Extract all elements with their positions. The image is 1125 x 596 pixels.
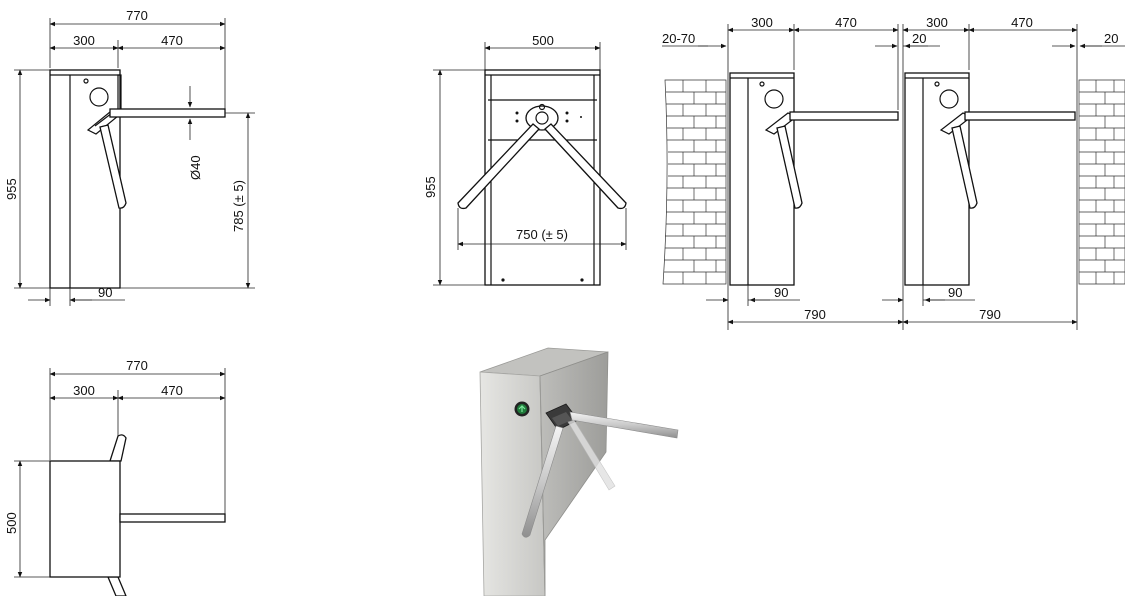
side-indicator	[89, 87, 109, 107]
top-cabinet	[49, 460, 121, 578]
install-unit2-body: 300	[926, 15, 948, 30]
front-height: 955	[423, 176, 438, 198]
install-wall-gap-left: 20-70	[662, 31, 695, 46]
render-arm-rear	[567, 419, 616, 491]
side-cabinet	[49, 69, 121, 289]
install-unit-2	[904, 72, 1076, 286]
install-gap-between: 20	[912, 31, 926, 46]
side-arm-horizontal	[109, 108, 226, 118]
install-unit1-pitch: 790	[804, 307, 826, 322]
side-arm-height: 785 (± 5)	[231, 180, 246, 232]
render-arm-horizontal	[569, 411, 679, 439]
side-base-width: 90	[98, 285, 112, 300]
side-view: 770 300 470 Ø40 955 785 (± 5)	[4, 8, 255, 306]
install-unit1-base: 90	[774, 285, 788, 300]
install-unit2-arm: 470	[1011, 15, 1033, 30]
side-arm-length: 470	[161, 33, 183, 48]
install-unit1-body: 300	[751, 15, 773, 30]
top-arm-lower	[107, 576, 127, 596]
side-arm-diagonal	[99, 124, 127, 209]
top-view: 770 300 470 500	[4, 358, 226, 596]
render-arm-lower	[521, 425, 564, 538]
top-arm-length: 470	[161, 383, 183, 398]
side-arm-diameter: Ø40	[188, 155, 203, 180]
side-overall-width: 770	[126, 8, 148, 23]
front-arm-left	[457, 123, 540, 210]
front-arm-right	[544, 123, 627, 210]
side-body-width: 300	[73, 33, 95, 48]
install-unit2-base: 90	[948, 285, 962, 300]
top-body-width: 300	[73, 383, 95, 398]
side-height: 955	[4, 178, 19, 200]
front-arm-span: 750 (± 5)	[516, 227, 568, 242]
top-overall-width: 770	[126, 358, 148, 373]
render-cabinet-front	[479, 371, 546, 596]
top-arm-upper	[109, 434, 127, 462]
front-cabinet	[484, 69, 601, 286]
product-render	[479, 347, 679, 596]
install-wall-gap-right: 20	[1104, 31, 1118, 46]
brick-wall-right	[1078, 79, 1125, 285]
front-body-width: 500	[532, 33, 554, 48]
top-arm-horizontal	[119, 513, 226, 523]
install-unit-1	[729, 72, 899, 286]
install-view: 300 470 300 470 20-70 20 20 90 90	[662, 15, 1125, 330]
front-view: 500 955 750 (± 5)	[423, 33, 627, 286]
brick-wall-left	[662, 79, 727, 285]
install-unit1-arm: 470	[835, 15, 857, 30]
top-depth: 500	[4, 512, 19, 534]
install-unit2-pitch: 790	[979, 307, 1001, 322]
